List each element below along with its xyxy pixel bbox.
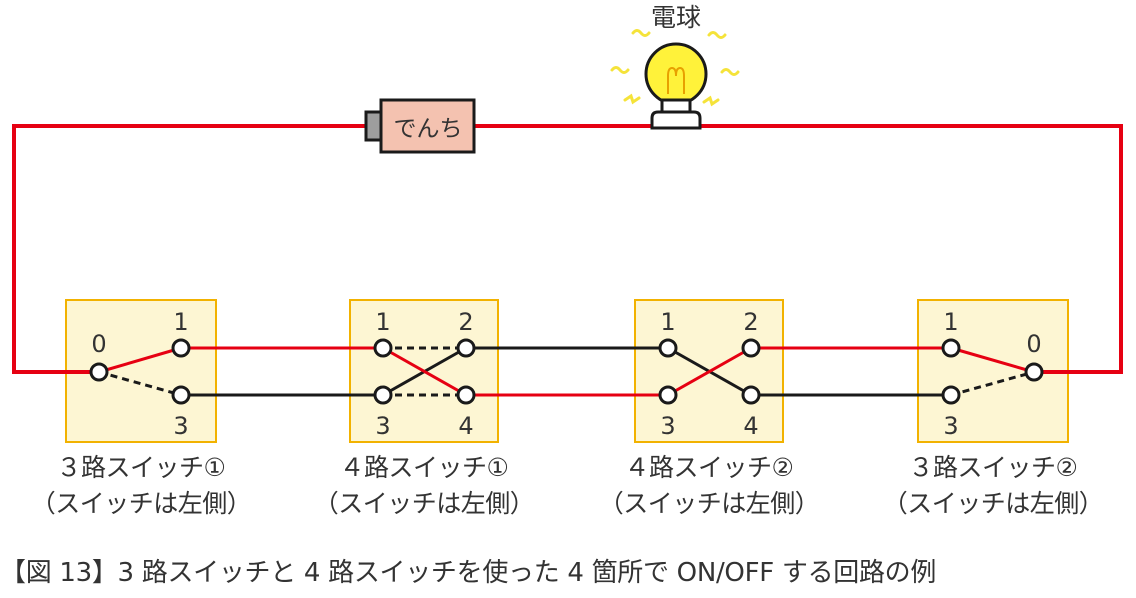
sw3-terminal-4 bbox=[741, 385, 761, 405]
sw3-label-4: 4 bbox=[743, 412, 758, 440]
sw3-label-3: 3 bbox=[660, 412, 675, 440]
sw2-terminal-3 bbox=[373, 385, 393, 405]
bulb-neck bbox=[660, 98, 692, 114]
sw3-terminal-2 bbox=[741, 338, 761, 358]
switch-title: ４路スイッチ① bbox=[339, 453, 509, 482]
switch-title: ３路スイッチ① bbox=[56, 453, 226, 482]
sw3-terminal-3 bbox=[658, 385, 678, 405]
sw2-terminal-4 bbox=[456, 385, 476, 405]
wire-outer-loop bbox=[12, 124, 1123, 374]
sw1-terminal-3 bbox=[171, 385, 191, 405]
sw1-label-1: 1 bbox=[173, 308, 188, 336]
sw4-lever-active bbox=[950, 346, 1035, 374]
figure-caption: 【図 13】3 路スイッチと 4 路スイッチを使った 4 箇所で ON/OFF … bbox=[0, 558, 937, 588]
sw2-label-2: 2 bbox=[458, 308, 473, 336]
sw2-label-4: 4 bbox=[458, 412, 473, 440]
sw3-label-2: 2 bbox=[743, 308, 758, 336]
sw1-terminal-1 bbox=[171, 338, 191, 358]
switch-note: （スイッチは左側） bbox=[598, 489, 820, 518]
switch-name-4way-2: ４路スイッチ② （スイッチは左側） bbox=[569, 450, 849, 522]
bulb-label: 電球 bbox=[651, 3, 701, 32]
battery-label: でんち bbox=[394, 116, 463, 142]
light-bulb bbox=[610, 29, 740, 130]
sw4-terminal-1 bbox=[941, 338, 961, 358]
sw1-lever-active bbox=[98, 346, 182, 374]
switch-note: （スイッチは左側） bbox=[882, 489, 1104, 518]
sw2-cross-b bbox=[382, 346, 467, 397]
bulb-base bbox=[650, 110, 702, 130]
sw1-label-0: 0 bbox=[91, 330, 106, 358]
battery bbox=[364, 98, 476, 154]
bulb-rays bbox=[610, 29, 740, 107]
switch-title: ３路スイッチ② bbox=[908, 453, 1078, 482]
sw1-terminal-0 bbox=[89, 362, 109, 382]
sw2-terminal-1 bbox=[373, 338, 393, 358]
switch-note: （スイッチは左側） bbox=[30, 489, 252, 518]
switch-name-3way-2: ３路スイッチ② （スイッチは左側） bbox=[853, 450, 1133, 522]
sw3-label-1: 1 bbox=[660, 308, 675, 336]
switch-name-4way-1: ４路スイッチ① （スイッチは左側） bbox=[284, 450, 564, 522]
sw4-label-3: 3 bbox=[943, 412, 958, 440]
sw1-lever-inactive bbox=[98, 370, 182, 397]
battery-body bbox=[379, 98, 476, 154]
sw3-terminal-1 bbox=[658, 338, 678, 358]
switch-title: ４路スイッチ② bbox=[624, 453, 794, 482]
sw4-terminal-0 bbox=[1024, 362, 1044, 382]
sw4-label-0: 0 bbox=[1026, 330, 1041, 358]
switch-name-3way-1: ３路スイッチ① （スイッチは左側） bbox=[1, 450, 281, 522]
sw3-cross-b bbox=[667, 346, 752, 397]
sw2-terminal-2 bbox=[456, 338, 476, 358]
sw1-label-3: 3 bbox=[173, 412, 188, 440]
switch-note: （スイッチは左側） bbox=[313, 489, 535, 518]
sw4-label-1: 1 bbox=[943, 308, 958, 336]
sw4-terminal-3 bbox=[941, 385, 961, 405]
sw4-lever-inactive bbox=[950, 370, 1035, 397]
sw2-label-3: 3 bbox=[375, 412, 390, 440]
sw2-label-1: 1 bbox=[375, 308, 390, 336]
bulb-filament bbox=[667, 66, 685, 94]
